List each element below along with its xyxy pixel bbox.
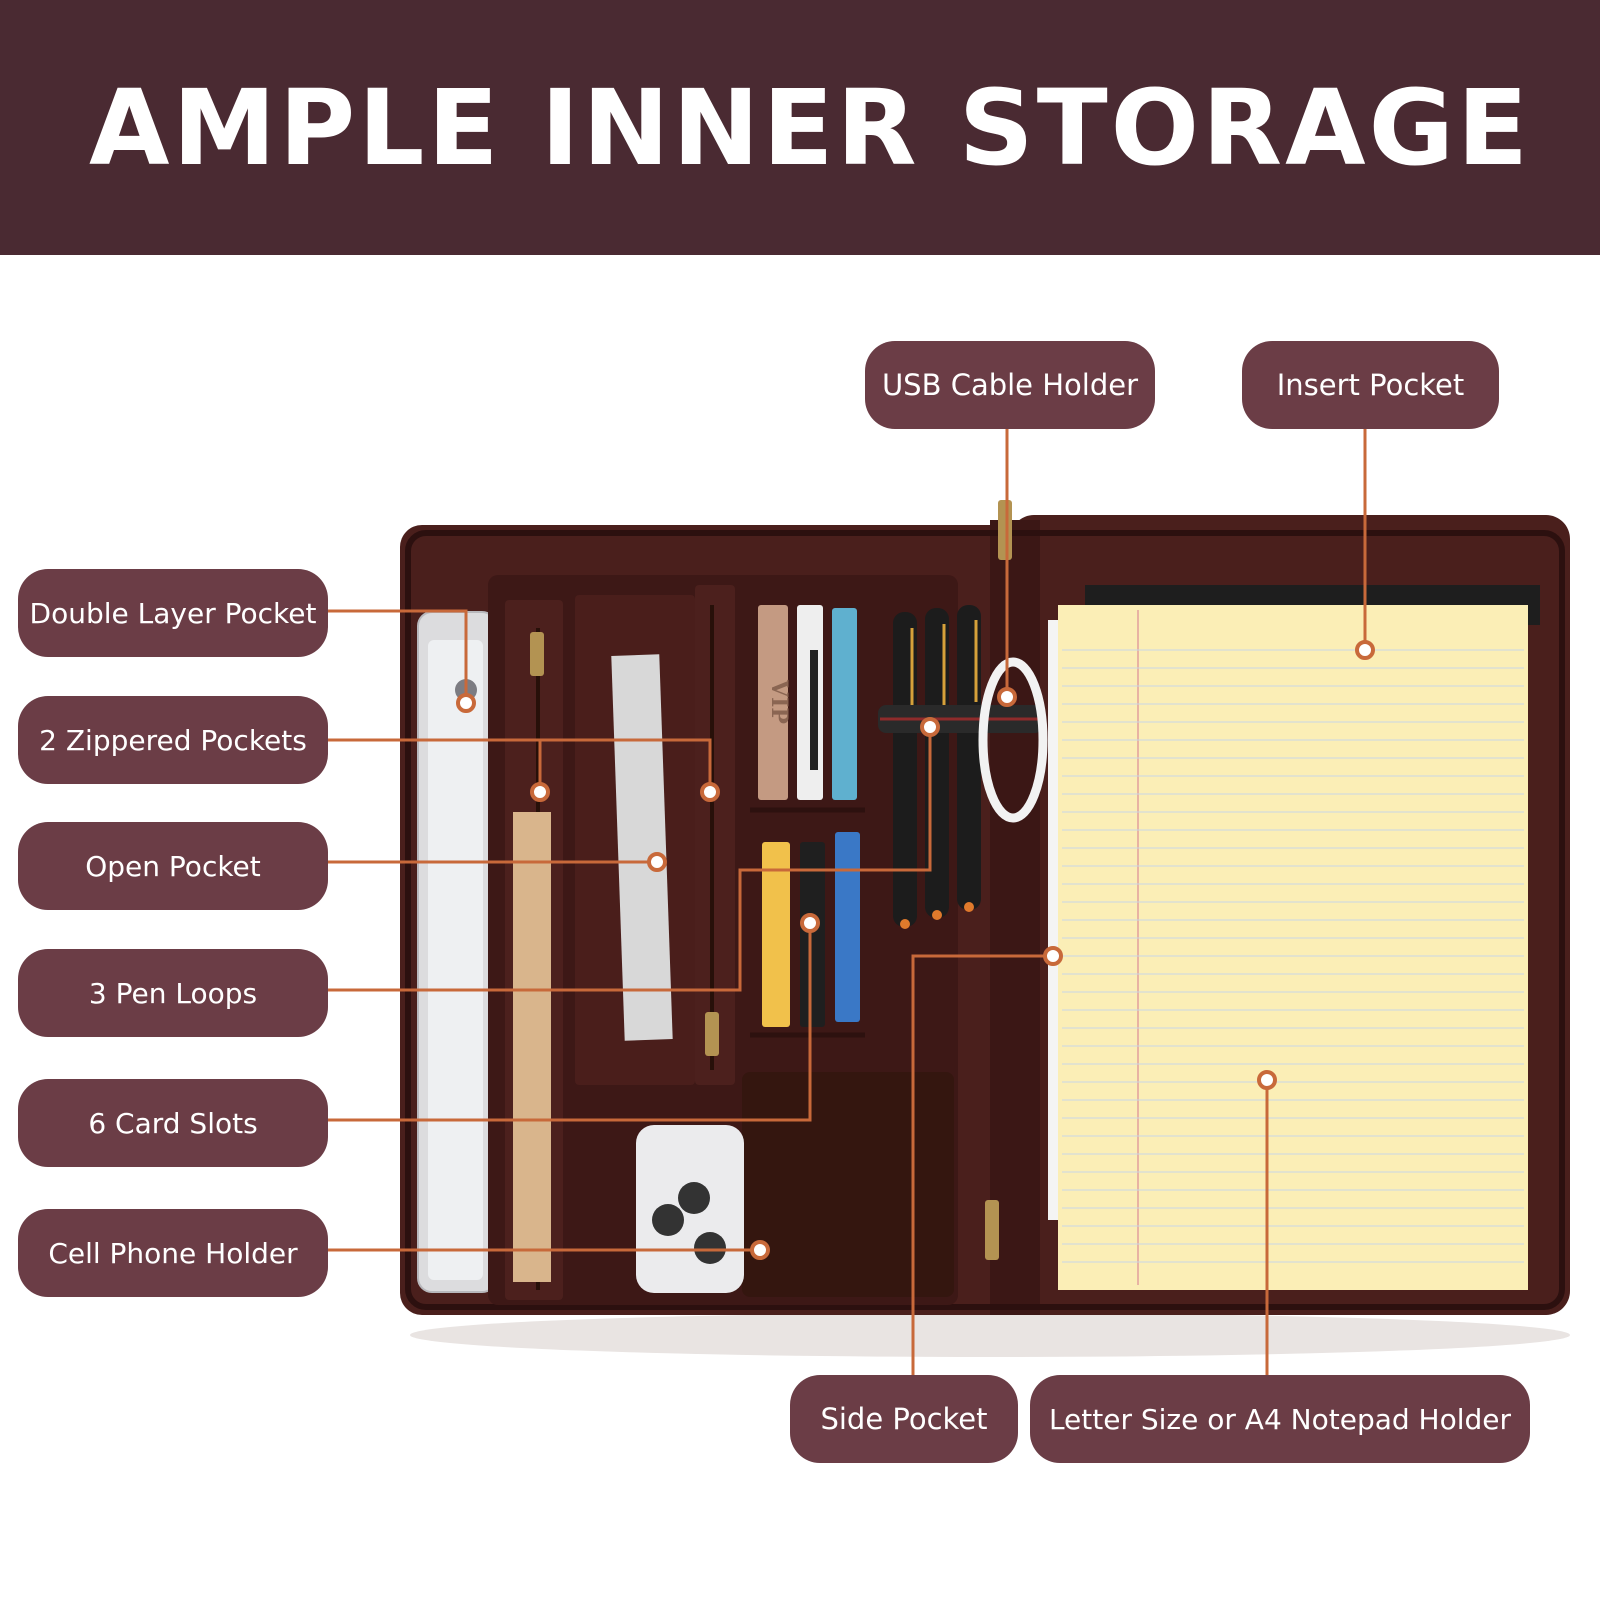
card-gold: [762, 842, 790, 1027]
dot-zippered-left: [530, 782, 550, 802]
phone-lens-3: [694, 1232, 726, 1264]
card-teal: [832, 608, 857, 800]
label-cell-phone-holder: Cell Phone Holder: [18, 1209, 328, 1297]
label-insert-pocket: Insert Pocket: [1242, 341, 1499, 429]
zipper-track: [405, 530, 1565, 1310]
card-black: [800, 842, 825, 1027]
ruled-card: [513, 812, 551, 1282]
zippered-pocket-right: [695, 585, 735, 1085]
leader-zippered: [328, 738, 712, 792]
pen-tip-2: [932, 910, 942, 920]
leader-double-layer: [328, 609, 468, 703]
dot-open: [647, 852, 667, 872]
pen-tip-1: [900, 919, 910, 929]
label-card-slots: 6 Card Slots: [18, 1079, 328, 1167]
phone-lens-1: [652, 1204, 684, 1236]
zipper-puller-bottom: [985, 1200, 999, 1260]
card-vip-text: VIP: [766, 679, 792, 724]
leader-card: [328, 923, 812, 1122]
card-blue: [835, 832, 860, 1022]
dot-notepad: [1257, 1070, 1277, 1090]
dot-phone: [750, 1240, 770, 1260]
phone-pocket: [742, 1072, 954, 1297]
booklet: [611, 654, 673, 1041]
dot-side: [1043, 946, 1063, 966]
card-vip: [758, 605, 788, 800]
page-title: AMPLE INNER STORAGE: [88, 66, 1532, 189]
leader-pen: [328, 727, 932, 992]
label-notepad-holder: Letter Size or A4 Notepad Holder: [1030, 1375, 1530, 1463]
phone-lens-2: [678, 1182, 710, 1214]
dot-zippered-right: [700, 782, 720, 802]
label-double-layer-pocket: Double Layer Pocket: [18, 569, 328, 657]
padfolio-spine: [990, 520, 1040, 1315]
dot-pen: [920, 717, 940, 737]
label-side-pocket: Side Pocket: [790, 1375, 1018, 1463]
card-stripe: [810, 650, 818, 770]
dot-double-layer: [456, 693, 476, 713]
pen-tip-3: [964, 902, 974, 912]
notepad: [1058, 605, 1528, 1290]
zipper-pull-left: [530, 632, 544, 676]
label-open-pocket: Open Pocket: [18, 822, 328, 910]
callout-dots: [456, 640, 1375, 1260]
ground-shadow: [410, 1313, 1570, 1357]
notepad-ruling: [1062, 649, 1524, 1263]
tablet-screen: [428, 640, 483, 1280]
dot-usb: [997, 687, 1017, 707]
dot-card: [800, 913, 820, 933]
leader-side: [911, 954, 1053, 1375]
label-zippered-pockets: 2 Zippered Pockets: [18, 696, 328, 784]
leader-lines: [328, 428, 1367, 1375]
title-banner: AMPLE INNER STORAGE: [0, 0, 1600, 255]
dot-insert: [1355, 640, 1375, 660]
label-usb-cable-holder: USB Cable Holder: [865, 341, 1155, 429]
usb-cable-coil: [978, 657, 1048, 823]
label-pen-loops: 3 Pen Loops: [18, 949, 328, 1037]
zipper-puller-top: [998, 500, 1012, 560]
zipper-pull-right: [705, 1012, 719, 1056]
